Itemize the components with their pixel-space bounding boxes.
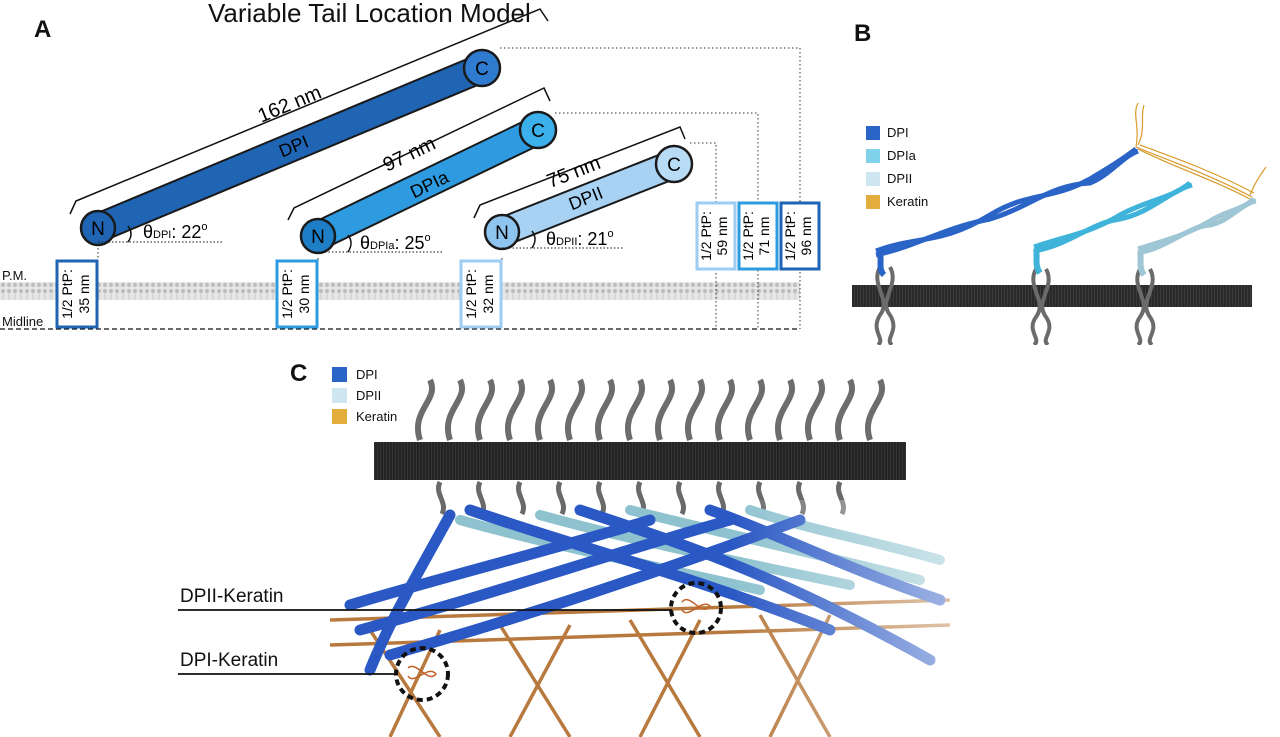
panel-c-legend: DPI DPII Keratin	[332, 364, 397, 427]
rod-dpii-c: C	[667, 155, 681, 176]
legend-swatch	[866, 171, 880, 186]
svg-text:1/2 PtP:: 1/2 PtP:	[782, 211, 798, 261]
cadherin-array	[415, 378, 885, 441]
rod-dpi-length: 162 nm	[255, 81, 325, 127]
ptp-box-n-dpii: 1/2 PtP: 32 nm	[459, 259, 503, 329]
rod-dpii-theta: θDPII: 21o	[546, 228, 614, 249]
desmosome-plaque	[374, 442, 906, 480]
panel-c-model	[330, 378, 950, 737]
svg-text:59 nm: 59 nm	[714, 217, 730, 256]
rod-dpi-n: N	[91, 219, 105, 240]
svg-text:1/2 PtP:: 1/2 PtP:	[698, 211, 714, 261]
legend-item-dpii: DPII	[332, 385, 397, 406]
svg-text:32 nm: 32 nm	[480, 275, 496, 314]
cadherin-helices	[874, 266, 1156, 345]
legend-item-dpi: DPI	[866, 121, 928, 144]
desmosome-plaque	[852, 285, 1252, 307]
legend-item-keratin: Keratin	[332, 406, 397, 427]
dpii-keratin-site	[669, 581, 723, 635]
ptp-box-n-dpi: 1/2 PtP: 35 nm	[55, 259, 99, 329]
panel-a-title: Variable Tail Location Model	[208, 0, 531, 28]
legend-swatch	[866, 194, 880, 209]
legend-swatch	[332, 388, 347, 403]
panel-a-label: A	[34, 16, 52, 43]
rod-dpia-theta: θDPIa: 25o	[360, 232, 431, 253]
legend-swatch	[332, 367, 347, 382]
legend-item-dpia: DPIa	[866, 144, 928, 167]
dpii-helix	[1137, 197, 1257, 277]
rod-dpi: 162 nm DPI N C θDPI: 22o	[69, 8, 549, 247]
legend-item-dpii: DPII	[866, 167, 928, 190]
legend-swatch	[866, 148, 880, 163]
rod-dpia-n: N	[311, 227, 325, 248]
annotation-leaders	[178, 609, 672, 675]
ptp-box-c-dpii: 1/2 PtP: 59 nm	[695, 201, 737, 271]
rod-dpii: 75 nm DPII N C θDPII: 21o	[473, 126, 694, 251]
svg-text:96 nm: 96 nm	[798, 217, 814, 256]
rod-dpi-theta: θDPI: 22o	[143, 221, 208, 242]
ptp-box-c-dpi: 1/2 PtP: 96 nm	[779, 201, 821, 271]
legend-item-dpi: DPI	[332, 364, 397, 385]
panel-b-legend: DPI DPIa DPII Keratin	[866, 121, 928, 213]
plasma-membrane	[0, 282, 800, 300]
c-terminus-guides	[500, 47, 801, 329]
dpia-helix	[1033, 181, 1193, 275]
keratin-knot	[407, 599, 711, 680]
dpi-helix	[875, 146, 1140, 278]
pm-label: P.M.	[2, 268, 28, 283]
panel-c-label: C	[290, 360, 308, 387]
svg-text:1/2 PtP:: 1/2 PtP:	[279, 269, 295, 319]
ptp-box-n-dpia: 1/2 PtP: 30 nm	[275, 259, 319, 329]
svg-text:71 nm: 71 nm	[756, 217, 772, 256]
panel-a-diagram: 162 nm DPI N C θDPI: 22o 97 nm DPIa N C …	[0, 8, 821, 330]
rod-dpi-c: C	[475, 59, 489, 80]
ptp-box-c-dpia: 1/2 PtP: 71 nm	[737, 201, 779, 271]
panel-b-model	[852, 102, 1267, 345]
rod-dpii-n: N	[495, 223, 509, 244]
keratin-filament	[1135, 102, 1267, 214]
svg-text:35 nm: 35 nm	[76, 275, 92, 314]
svg-text:1/2 PtP:: 1/2 PtP:	[59, 269, 75, 319]
legend-item-keratin: Keratin	[866, 190, 928, 213]
svg-text:30 nm: 30 nm	[296, 275, 312, 314]
annotation-dpi-keratin: DPI-Keratin	[180, 650, 279, 671]
rod-dpia-c: C	[531, 121, 545, 142]
legend-swatch	[332, 409, 347, 424]
panel-b-label: B	[854, 20, 872, 47]
legend-swatch	[866, 125, 880, 140]
midline-label: Midline	[2, 314, 44, 329]
svg-text:1/2 PtP:: 1/2 PtP:	[463, 269, 479, 319]
annotation-dpii-keratin: DPII-Keratin	[180, 586, 284, 607]
svg-text:1/2 PtP:: 1/2 PtP:	[740, 211, 756, 261]
